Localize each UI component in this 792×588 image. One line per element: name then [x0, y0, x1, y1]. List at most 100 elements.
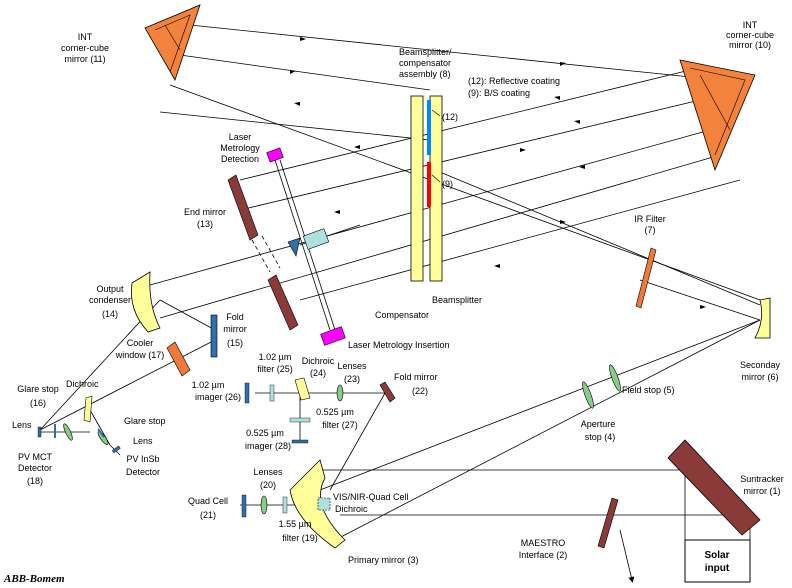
ray-arrow	[494, 264, 500, 268]
pv-insb-detector	[111, 445, 121, 454]
lens-right	[97, 430, 109, 446]
brand-logo: ABB-Bomem	[3, 573, 65, 585]
label-beamsplitter: Beamsplitter	[432, 295, 482, 305]
label-tag-12: (12)	[442, 112, 458, 122]
int-corner-cube-10	[679, 59, 756, 172]
laser-optic	[302, 228, 330, 250]
fold-mirror-15	[210, 314, 218, 358]
beamsplitter-compensator-assembly	[410, 95, 443, 282]
label-end-mirror: End mirror(13)	[184, 207, 226, 229]
filter-19	[282, 496, 288, 514]
glare-stop-16	[54, 424, 56, 438]
label-laser-insertion: Laser Metrology Insertion	[348, 340, 450, 350]
ray-arrow	[579, 165, 585, 169]
label-compensator: Compensator	[375, 310, 429, 320]
label-field-stop: Field stop (5)	[622, 385, 675, 395]
label-coating-12: (12): Reflective coating	[468, 76, 560, 86]
label-dichroic-24: Dichroic(24)	[302, 356, 335, 378]
cooler-window	[166, 341, 191, 377]
suntracker-mirror	[667, 439, 761, 536]
laser-insertion-box	[320, 326, 346, 346]
int-corner-cube-11	[144, 4, 201, 81]
detector-assembly	[37, 395, 121, 454]
label-primary-mirror: Primary mirror (3)	[348, 555, 419, 565]
field-stop	[609, 364, 621, 392]
label-quad-cell: Quad Cell(21)	[188, 496, 228, 520]
reflective-coating	[427, 100, 431, 155]
label-lenses-20: Lenses(20)	[253, 467, 283, 490]
ray-arrow	[354, 145, 360, 149]
output-condenser	[130, 271, 161, 333]
pv-mct-detector	[37, 426, 42, 438]
lenses-23	[336, 384, 344, 402]
label-ir-filter: IR Filter(7)	[634, 214, 666, 235]
ray-arrow	[334, 210, 340, 214]
fold-mirror-22	[379, 381, 396, 403]
aperture-stop	[582, 381, 594, 409]
beamsplitter-plate	[429, 95, 443, 282]
bs-coating	[427, 162, 431, 207]
label-fold-mirror-22: Fold mirror(22)	[394, 372, 438, 396]
laser-metrology	[266, 147, 346, 346]
solar-input-box	[684, 539, 751, 583]
label-glare-stop-16: Glare stop(16)	[17, 384, 59, 408]
label-lens-left: Lens	[12, 420, 32, 430]
lens-left	[63, 423, 73, 441]
ray-arrow	[554, 96, 560, 100]
filter-25	[269, 384, 275, 402]
lenses-20	[260, 495, 268, 515]
ray-arrow	[700, 305, 706, 309]
ray-arrow	[294, 102, 300, 106]
ray-arrow	[574, 120, 580, 124]
compensator-plate	[410, 95, 424, 282]
imager-branch	[244, 377, 396, 444]
laser-prism	[287, 237, 301, 257]
visnir-quad-dichroic	[317, 497, 331, 511]
quad-cell-21	[241, 494, 247, 518]
dichroic-24	[294, 377, 311, 401]
ray-arrow	[300, 37, 306, 41]
dichroic-left	[83, 395, 93, 423]
laser-detection-box	[266, 147, 284, 163]
label-dichroic: Dichroic	[66, 379, 99, 389]
stops	[582, 364, 621, 409]
label-lens-right: Lens	[133, 436, 153, 446]
glare-stop-right	[97, 428, 105, 438]
ray-lines	[39, 24, 761, 583]
label-glare-stop: Glare stop	[124, 416, 166, 426]
imager-28	[291, 439, 309, 444]
label-lenses-23: Lenses(23)	[337, 361, 367, 384]
label-coating-9: (9): B/S coating	[468, 88, 530, 98]
secondary-mirror	[754, 297, 771, 339]
quad-cell-branch	[241, 494, 331, 518]
ir-filter	[635, 247, 657, 309]
imager-26	[244, 382, 250, 404]
ray-arrows	[290, 37, 706, 309]
filter-27	[289, 417, 311, 423]
label-tag-9: (9)	[442, 179, 453, 189]
dashed-outline	[251, 235, 281, 273]
ray-arrow	[520, 148, 526, 152]
